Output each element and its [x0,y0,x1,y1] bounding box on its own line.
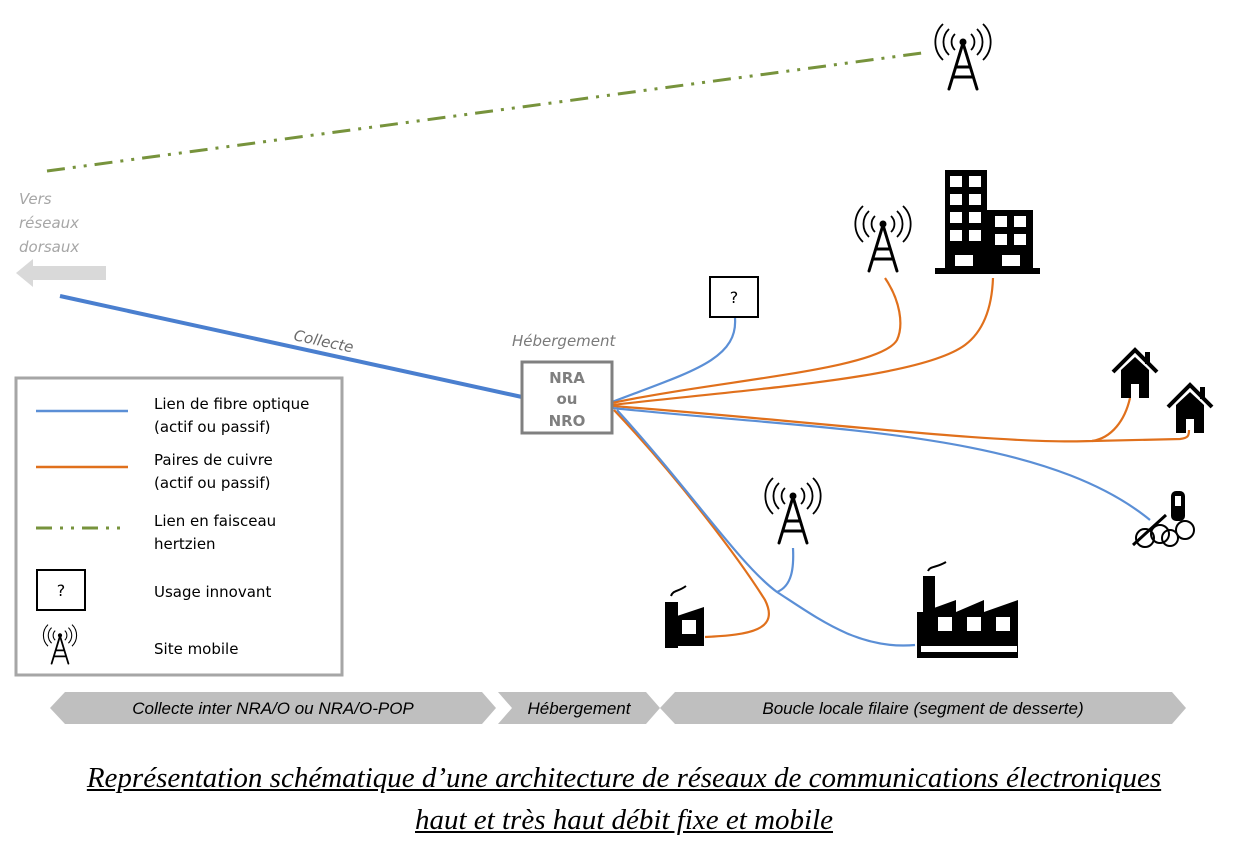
fiber-link-bike-station [611,406,1151,521]
segment-band: Collecte inter NRA/O ou NRA/O-POP Héberg… [50,692,1186,724]
backbone-label-line: réseaux [19,214,79,232]
backbone-arrow-icon [16,259,106,287]
legend-label: Usage innovant [154,583,271,601]
copper-link-houses [611,397,1132,443]
hosting-label: Hébergement [512,332,617,350]
segment-label: Hébergement [527,699,631,718]
mobile-site-antenna-icon [763,476,823,545]
node-label-line: NRO [549,412,586,430]
house-icon [1111,348,1159,400]
bike-station-icon [1131,491,1195,548]
small-factory-icon [665,585,704,648]
nra-nro-node[interactable]: NRA ou NRO [520,360,614,435]
legend-label: Lien de fibre optique [154,395,309,413]
node-label-line: ou [557,390,578,408]
segment-label: Boucle locale filaire (segment de desser… [762,699,1083,718]
office-building-icon [935,170,1040,274]
copper-link-building [611,277,995,407]
mobile-site-antenna-icon [933,22,993,91]
segment-label: Collecte inter NRA/O ou NRA/O-POP [132,699,414,718]
copper-link-mobile-site [611,277,902,405]
legend-label: (actif ou passif) [154,418,270,436]
question-mark: ? [730,288,739,307]
legend-label: (actif ou passif) [154,474,270,492]
collecte-fiber-link [59,294,523,399]
house-icon [1166,383,1214,435]
legend-innovative-swatch [36,569,86,611]
backbone-label-line: dorsaux [19,238,79,256]
segment-local-loop [660,692,1186,724]
caption-line-2: haut et très haut débit fixe et mobile [415,804,833,836]
radio-link [46,51,923,173]
segment-collecte [50,692,496,724]
legend: Lien de fibre optique (actif ou passif) … [14,376,344,677]
legend-label: Paires de cuivre [154,451,273,469]
fiber-link-innovative [611,317,737,404]
backbone-label-line: Vers [19,190,52,208]
legend-label: Lien en faisceau [154,512,276,530]
large-factory-icon [917,561,1018,658]
node-label-line: NRA [549,369,585,387]
backbone-label: Vers réseaux dorsaux [19,190,79,256]
innovative-use-box: ? [709,276,759,318]
fiber-link-mobile-site-bottom [776,547,795,594]
legend-label: Site mobile [154,640,238,658]
copper-link-small-factory [613,409,770,639]
caption-line-1: Représentation schématique d’une archite… [86,762,1162,794]
segment-hosting [498,692,660,724]
mobile-site-antenna-icon [853,204,913,273]
copper-link-house-2 [1091,429,1191,443]
legend-label: hertzien [154,535,216,553]
legend-question-mark: ? [57,581,66,600]
fiber-link-large-factory [616,409,916,647]
local-loop-links [611,277,1191,647]
